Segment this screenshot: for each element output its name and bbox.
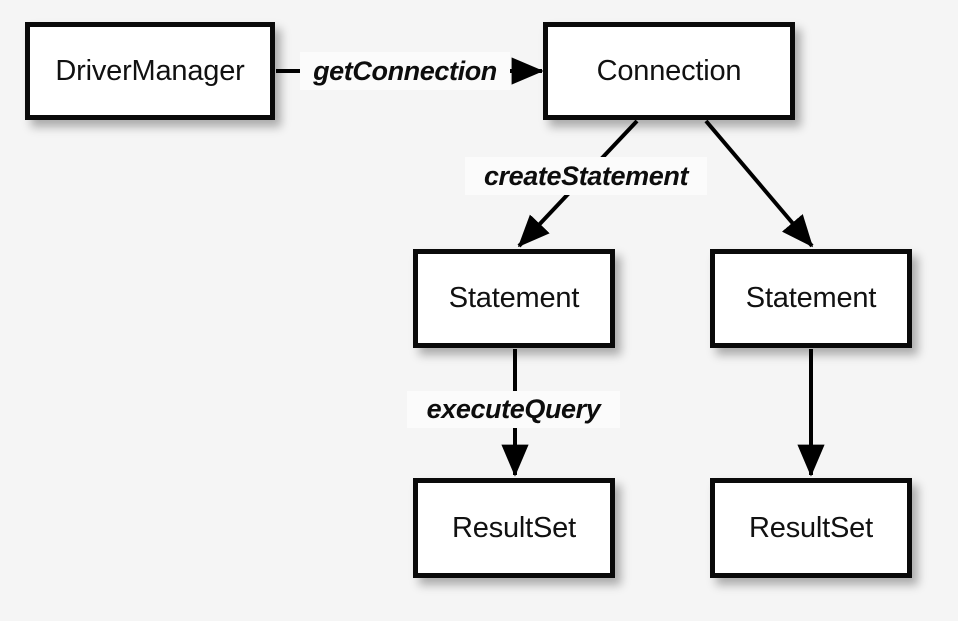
node-statement-2[interactable]: Statement [710,249,912,348]
node-connection[interactable]: Connection [543,22,795,120]
node-label-drivermanager: DriverManager [55,54,245,87]
node-label-connection: Connection [596,54,742,87]
node-label-statement-2: Statement [745,282,877,314]
node-label-resultset-1: ResultSet [452,511,576,544]
node-resultset-1[interactable]: ResultSet [413,478,615,578]
edge-line-createstatement-2 [704,119,814,248]
node-resultset-2[interactable]: ResultSet [710,478,912,578]
node-label-statement-1: Statement [448,282,580,314]
node-statement-1[interactable]: Statement [413,249,615,348]
edge-label-createstatement: createStatement [465,157,707,195]
edge-label-getconnection: getConnection [300,52,510,90]
node-drivermanager[interactable]: DriverManager [25,22,275,120]
edge-label-executequery: executeQuery [407,391,620,428]
node-label-resultset-2: ResultSet [749,511,873,544]
